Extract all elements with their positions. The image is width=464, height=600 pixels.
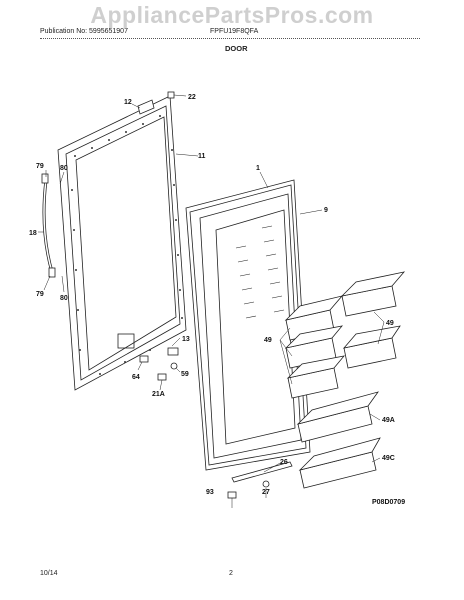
callout-93: 93 (206, 489, 214, 496)
callout-80-bottom: 80 (60, 295, 68, 302)
callout-27: 27 (262, 489, 270, 496)
callout-13: 13 (182, 336, 190, 343)
door-panel-screws (71, 115, 183, 375)
top-screw (167, 91, 175, 99)
cover-93 (227, 491, 237, 499)
callout-79-top: 79 (36, 163, 44, 170)
diagram-code: P08D0709 (372, 499, 405, 506)
callout-9: 9 (324, 207, 328, 214)
bin-49-upper-right (340, 271, 406, 317)
callout-1: 1 (256, 165, 260, 172)
callout-22: 22 (188, 94, 196, 101)
callout-26: 26 (280, 459, 288, 466)
callout-80-top: 80 (60, 165, 68, 172)
bin-49c (298, 437, 381, 489)
door-liner (199, 193, 302, 459)
header-rule (40, 38, 420, 39)
screw-27 (262, 480, 270, 488)
callout-11: 11 (198, 153, 206, 160)
callout-79-bottom: 79 (36, 291, 44, 298)
bushing-59 (170, 362, 178, 370)
callout-59: 59 (181, 371, 189, 378)
liner-shelf-supports (235, 225, 285, 319)
callout-21a: 21A (152, 391, 165, 398)
bin-49-lower-left (286, 355, 346, 399)
door-panel-cutout (117, 333, 135, 349)
publication-number: Publication No: 5995651907 (40, 28, 128, 35)
hinge-part-13 (167, 347, 179, 356)
callout-49c: 49C (382, 455, 395, 462)
footer-page-number: 2 (229, 570, 233, 577)
hinge-bracket (137, 99, 155, 115)
callout-49-right: 49 (386, 320, 394, 327)
handle-bottom-mount (48, 267, 56, 278)
callout-64: 64 (132, 374, 140, 381)
shim-21a (157, 373, 167, 381)
door-outer-panel (57, 95, 187, 391)
callout-49a: 49A (382, 417, 395, 424)
callout-12: 12 (124, 99, 132, 106)
bin-49-middle-right (342, 325, 401, 369)
footer-date: 10/14 (40, 570, 58, 577)
handle-top-mount (41, 173, 49, 184)
callout-18: 18 (29, 230, 37, 237)
watermark: AppliancePartsPros.com (90, 2, 374, 28)
bottom-trim-strip (231, 461, 293, 483)
cap-64 (139, 355, 149, 363)
leader-lines (38, 94, 385, 508)
callout-49-left: 49 (264, 337, 272, 344)
bin-49a (296, 391, 379, 443)
model-number: FPFU19F8QFA (210, 28, 259, 35)
section-title: DOOR (225, 44, 248, 53)
